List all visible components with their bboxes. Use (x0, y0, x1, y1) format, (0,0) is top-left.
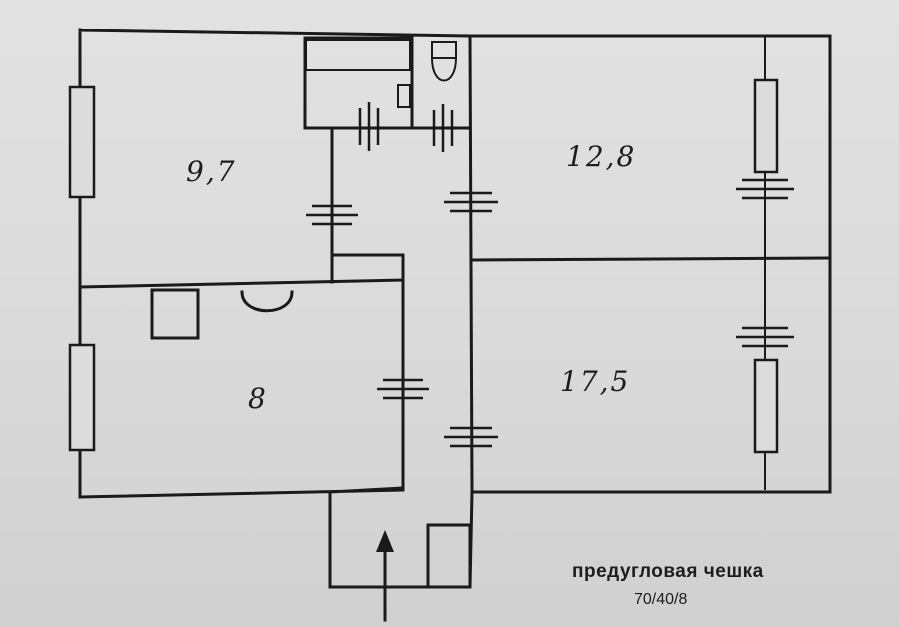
door-toilet (432, 104, 454, 152)
window-top-left (68, 85, 96, 199)
window-bottom-right (753, 358, 779, 454)
window-bottom-left (68, 343, 96, 452)
room-area-label: 17,5 (560, 365, 631, 398)
plan-caption: предугловая чешка (572, 561, 764, 582)
plan-dimensions: 70/40/8 (634, 591, 688, 608)
door-balcony-top (736, 178, 794, 200)
room-area-label: 9,7 (186, 155, 237, 188)
door-bottom-left (377, 378, 429, 400)
entrance-arrow-icon (376, 530, 394, 622)
room-area-label: 12,8 (566, 140, 637, 173)
door-balcony-bottom (736, 326, 794, 348)
outer-walls (78, 28, 832, 589)
window-top-right (753, 78, 779, 174)
door-top-right (444, 191, 498, 213)
door-bathroom (358, 102, 380, 151)
interior-walls (78, 34, 832, 589)
doors (306, 102, 794, 448)
windows (68, 78, 779, 454)
door-bottom-right (444, 426, 498, 448)
room-area-label: 8 (248, 382, 268, 415)
door-top-left (306, 204, 358, 226)
